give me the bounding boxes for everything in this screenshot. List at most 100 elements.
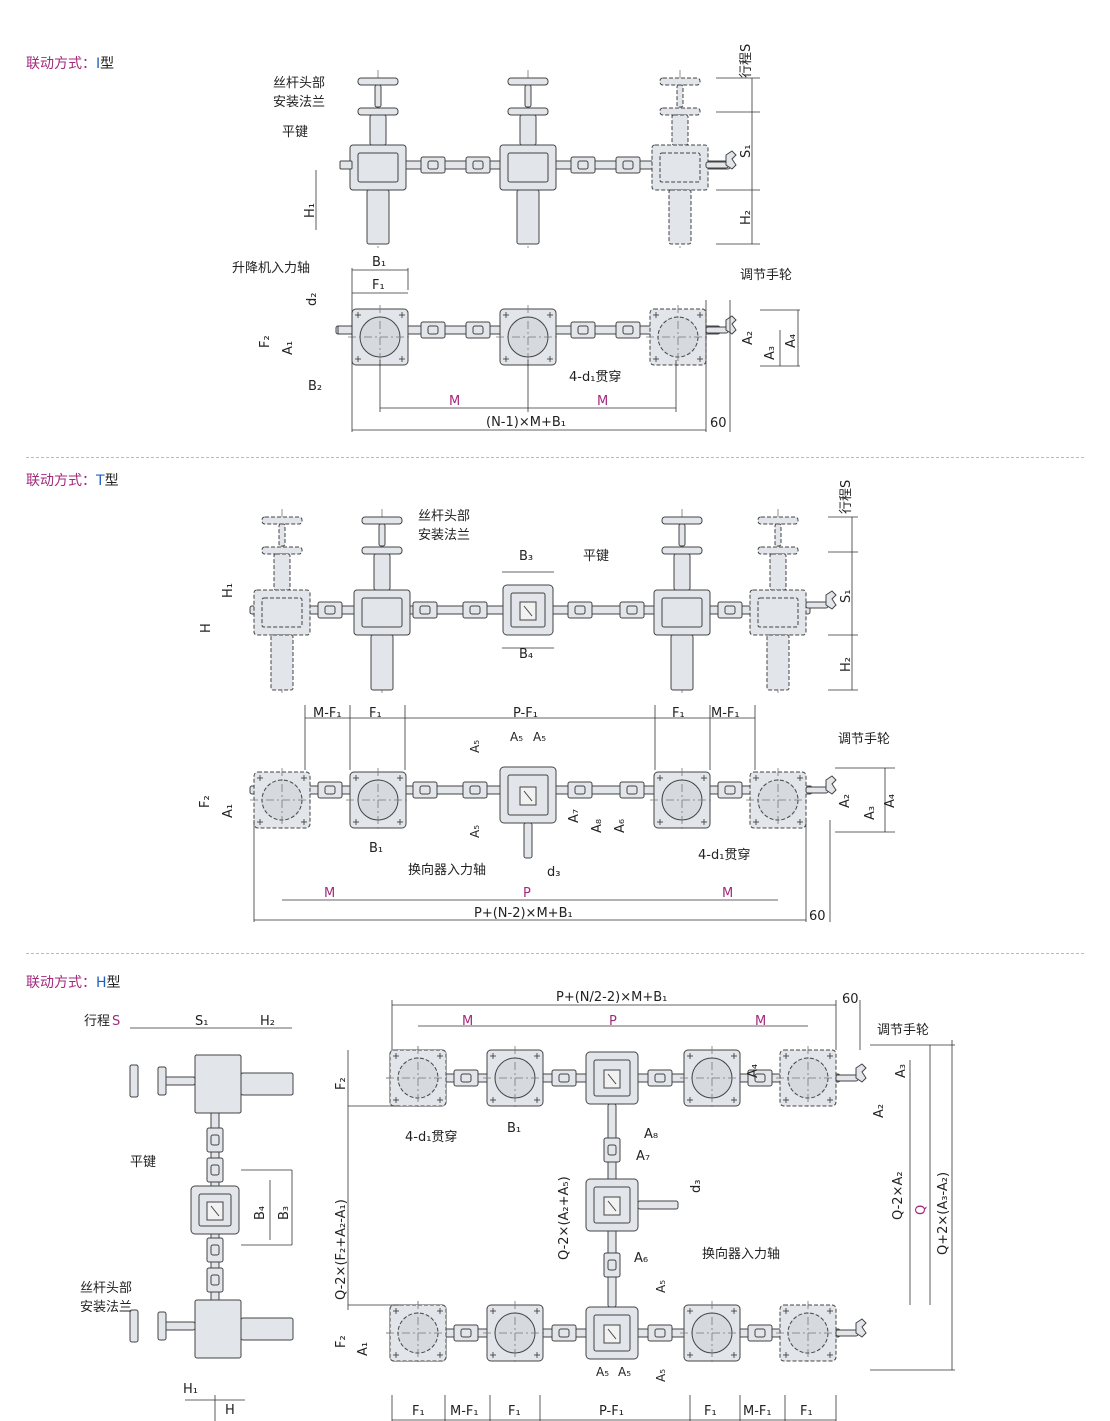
label-a1: A₁: [356, 1342, 371, 1356]
protective-tube: [366, 189, 390, 245]
label-q-2a2: Q-2×A₂: [891, 1171, 906, 1220]
label-h1: H₁: [303, 203, 318, 218]
label-a6: A₆: [613, 819, 628, 833]
handwheel-icon: [725, 150, 737, 170]
coupling-jaw: [574, 785, 586, 795]
label-m: M: [722, 886, 733, 901]
label-reverser-input: 换向器入力轴: [702, 1246, 780, 1262]
screw-head-disk: [129, 1064, 139, 1098]
label-60: 60: [809, 909, 826, 924]
screw-head-disk: [659, 77, 701, 86]
gearbox-cover: [659, 152, 701, 183]
mounting-flange: [261, 546, 303, 555]
label-stroke: 行程: [84, 1014, 110, 1029]
reverser-gear-icon: [603, 1069, 621, 1089]
handwheel-icon: [855, 1318, 867, 1338]
label-a5: A₅: [510, 730, 523, 744]
lead-screw: [273, 553, 291, 591]
coupling-jaw: [472, 325, 484, 335]
screw-head-disk: [361, 516, 403, 525]
handwheel-shaft: [705, 161, 729, 169]
jack-gearbox-side: [194, 1299, 242, 1359]
label-a3: A₃: [763, 346, 778, 360]
label-a4: A₄: [784, 334, 799, 348]
label-a4: A₄: [883, 794, 898, 808]
label-a8: A₈: [644, 1127, 658, 1142]
protective-tube: [516, 189, 540, 245]
reverser-gear-icon: [519, 601, 537, 621]
reverser-gear-icon: [603, 1324, 621, 1344]
screw-head-disk: [757, 516, 799, 525]
protective-tube: [240, 1317, 294, 1341]
label-m-f1: M-F₁: [313, 706, 342, 721]
label-m: M: [755, 1014, 766, 1029]
gearbox-cover: [261, 597, 303, 628]
protective-tube: [370, 634, 394, 691]
label-holes: 4-d₁贯穿: [698, 847, 750, 863]
coupling-jaw: [654, 1073, 666, 1083]
coupling-jaw: [460, 1073, 472, 1083]
label-p-f1: P-F₁: [599, 1404, 624, 1419]
label-q-f2-a2-a1: Q-2×(F₂+A₂-A₁): [334, 1199, 349, 1300]
screw: [524, 84, 532, 108]
label-a2: A₂: [838, 794, 853, 808]
label-a3: A₃: [894, 1064, 909, 1078]
label-m-f1: M-F₁: [743, 1404, 772, 1419]
section-heading-h: 联动方式：H型: [26, 975, 121, 991]
label-f1: F₁: [508, 1404, 521, 1419]
handwheel-shaft: [805, 601, 829, 609]
label-handwheel: 调节手轮: [877, 1023, 929, 1038]
label-b1: B₁: [507, 1121, 521, 1136]
coupling-jaw: [622, 160, 634, 170]
label-input-shaft: 升降机入力轴: [232, 261, 310, 276]
label-a1: A₁: [281, 341, 296, 355]
label-b1: B₁: [369, 841, 383, 856]
dimension-labels: 丝杆头部 安装法兰 平键 行程S S₁ H₁ H₂ 升降机入力轴 B₁ F₁ d…: [80, 44, 951, 1419]
coupling-jaw: [210, 1164, 220, 1176]
label-reverser-input: 换向器入力轴: [408, 862, 486, 878]
coupling-jaw: [210, 1134, 220, 1146]
coupling-jaw: [324, 605, 336, 615]
handwheel-shaft: [835, 1074, 859, 1082]
label-h2: H₂: [739, 210, 754, 225]
label-holes: 4-d₁贯穿: [405, 1129, 457, 1145]
handwheel-icon: [825, 590, 837, 610]
coupling-jaw: [460, 1328, 472, 1338]
label-d2: d₂: [305, 293, 320, 306]
label-total-length: (N-1)×M+B₁: [486, 415, 566, 430]
coupling-jaw: [469, 785, 481, 795]
shaft: [523, 822, 533, 859]
label-s1: S₁: [739, 145, 754, 158]
label-q-a3-a2: Q+2×(A₃-A₂): [936, 1172, 951, 1255]
label-h: H: [225, 1403, 235, 1418]
coupling-jaw: [419, 605, 431, 615]
jack-gearbox-side: [194, 1054, 242, 1114]
label-60: 60: [842, 992, 859, 1007]
label-60: 60: [710, 416, 727, 431]
lead-screw: [673, 553, 691, 591]
divider: [26, 953, 1084, 954]
mounting-flange: [507, 107, 549, 116]
handwheel-icon: [725, 315, 737, 335]
coupling-jaw: [626, 605, 638, 615]
label-s1: S₁: [195, 1014, 208, 1029]
screw-head-disk: [661, 516, 703, 525]
label-a1: A₁: [221, 804, 236, 818]
label-f1: F₁: [369, 706, 382, 721]
label-f2: F₂: [334, 1077, 349, 1090]
mounting-flange: [661, 546, 703, 555]
label-screw-head: 丝杆头部: [80, 1281, 132, 1296]
reverser-gear-icon: [206, 1201, 224, 1221]
label-f1: F₁: [412, 1404, 425, 1419]
screw-head-disk: [357, 77, 399, 86]
label-a7: A₇: [636, 1149, 650, 1164]
label-h1: H₁: [221, 583, 236, 598]
coupling-jaw: [622, 325, 634, 335]
screw: [678, 523, 686, 547]
coupling-jaw: [558, 1073, 570, 1083]
screw: [774, 523, 782, 547]
label-screw-head: 丝杆头部: [418, 509, 470, 524]
coupling-jaw: [210, 1274, 220, 1286]
label-a5: A₅: [596, 1365, 609, 1379]
label-a5: A₅: [654, 1369, 668, 1382]
